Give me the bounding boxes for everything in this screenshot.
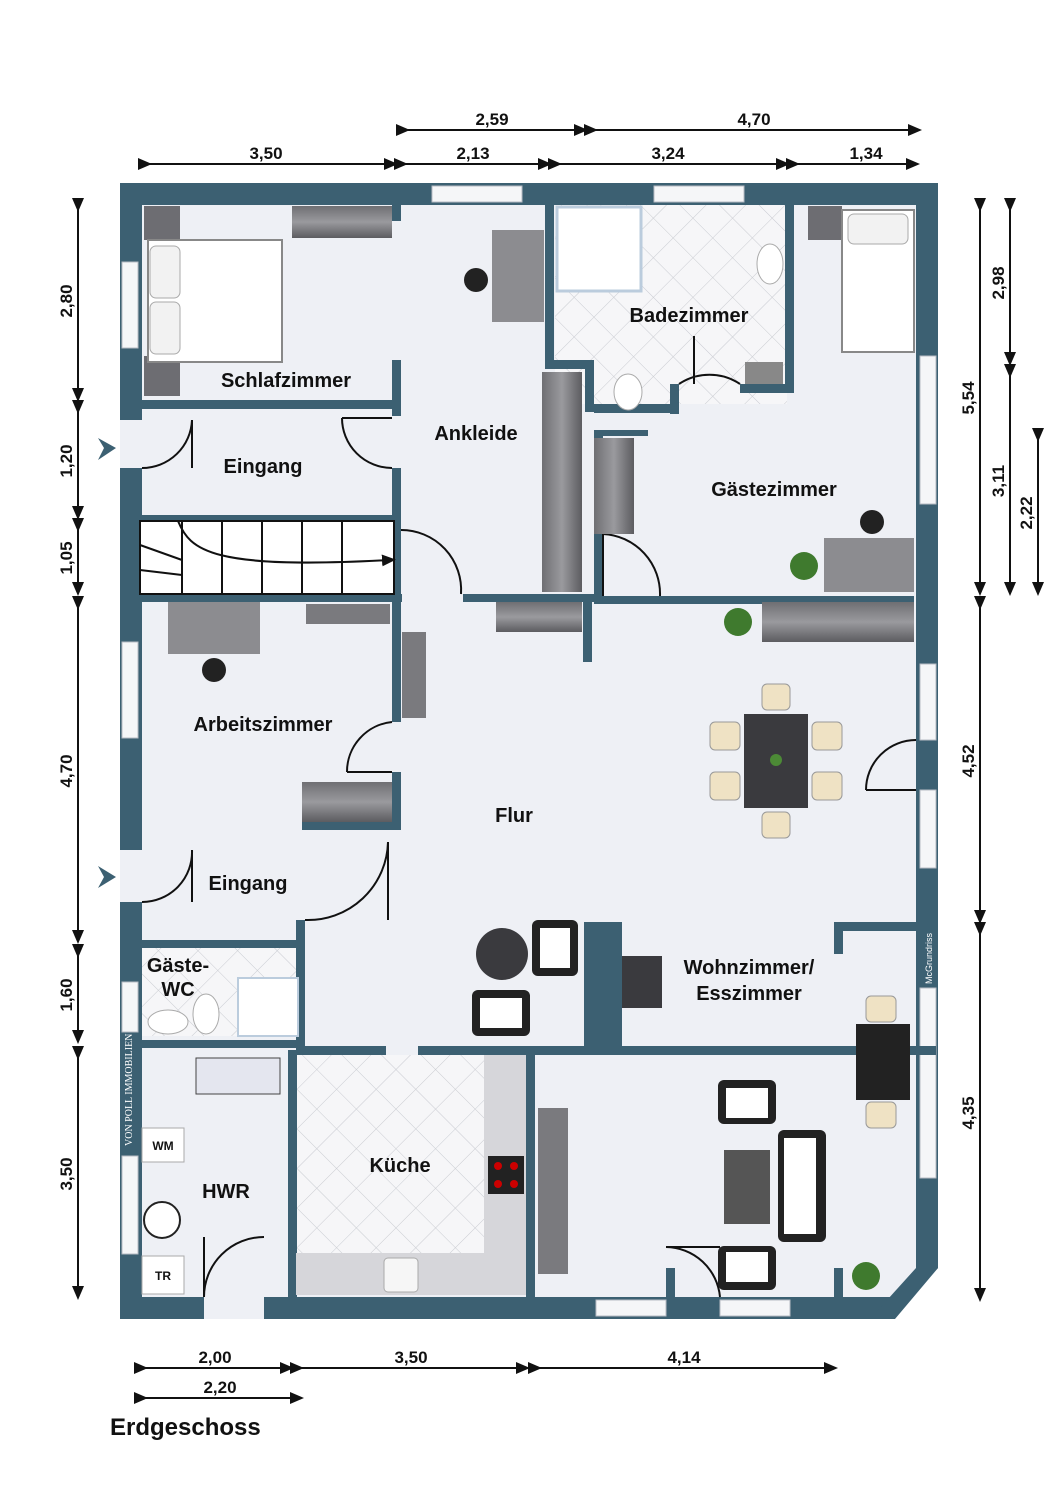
entrance-arrow-bottom xyxy=(98,866,116,888)
corner-wall xyxy=(870,1268,938,1319)
entrance-gap-top xyxy=(120,420,142,468)
dim-right-mid-2: 3,11 xyxy=(989,465,1008,497)
dim-bottom-1: 2,00 xyxy=(198,1348,231,1367)
dim-left-1: 2,80 xyxy=(57,284,76,317)
label-ankleide: Ankleide xyxy=(434,423,517,445)
dim-left-6: 3,50 xyxy=(57,1157,76,1190)
svg-text:VON POLL IMMOBILIEN: VON POLL IMMOBILIEN xyxy=(124,1034,135,1146)
wardrobe-bedroom xyxy=(292,206,392,238)
desk-ankleide xyxy=(492,230,544,322)
watermark: McGrundriss xyxy=(924,932,934,984)
bistro-table xyxy=(856,995,910,1129)
label-flur: Flur xyxy=(495,805,533,827)
label-gaeste-wc-2: WC xyxy=(161,979,194,1001)
dim-left-3: 1,05 xyxy=(57,541,76,574)
wc-toilet xyxy=(192,993,220,1035)
dim-bottom-3: 4,14 xyxy=(667,1348,701,1367)
dim-right-mid-1: 2,98 xyxy=(989,266,1008,299)
label-schlafzimmer: Schlafzimmer xyxy=(221,370,351,392)
wc-sink xyxy=(147,1009,189,1035)
chair-guest xyxy=(860,510,884,534)
shelf-hwr xyxy=(195,1057,281,1095)
entrance-arrow-top xyxy=(98,438,116,460)
cooktop xyxy=(488,1156,524,1194)
dim-bottom-4: 2,20 xyxy=(203,1378,236,1397)
label-wohnzimmer-1: Wohnzimmer/ xyxy=(684,957,815,979)
nightstand-guest xyxy=(808,206,842,240)
dim-right-inner: 2,22 xyxy=(1017,496,1036,529)
kitchen-tiles xyxy=(296,1055,484,1253)
dim-right-2: 4,52 xyxy=(959,744,978,777)
dim-right-3: 4,35 xyxy=(959,1096,978,1129)
label-wohnzimmer-2: Esszimmer xyxy=(696,983,802,1005)
sideboard-living xyxy=(762,602,914,642)
label-eingang-bottom: Eingang xyxy=(209,873,288,895)
windows xyxy=(121,185,937,1317)
bathroom-cabinet xyxy=(745,362,783,384)
label-eingang-top: Eingang xyxy=(224,456,303,478)
dim-top-inner-1: 3,50 xyxy=(249,144,282,163)
chair-office xyxy=(202,658,226,682)
dining-table xyxy=(709,683,843,839)
floor-label: Erdgeschoss xyxy=(110,1414,261,1441)
wardrobe-entrance xyxy=(302,782,392,822)
dryer xyxy=(141,1255,185,1295)
dim-right-1: 5,54 xyxy=(959,381,978,415)
label-gaeste-wc-1: Gäste- xyxy=(147,955,209,977)
inner-walls xyxy=(140,205,936,1300)
dimension-lines xyxy=(72,124,1044,1404)
desk-guest xyxy=(824,538,914,592)
dim-top-inner-4: 1,34 xyxy=(849,144,883,163)
round-table xyxy=(476,928,528,980)
dim-bottom-2: 3,50 xyxy=(394,1348,427,1367)
label-wm: WM xyxy=(152,1139,173,1153)
bathroom-toilet xyxy=(613,373,643,411)
boiler xyxy=(143,1201,181,1239)
sideboard-flur xyxy=(496,602,582,632)
label-tr: TR xyxy=(155,1269,171,1283)
plant-corner xyxy=(852,1262,880,1290)
dim-left-5: 1,60 xyxy=(57,978,76,1011)
chair-ankleide xyxy=(464,268,488,292)
label-arbeitszimmer: Arbeitszimmer xyxy=(194,714,333,736)
label-badezimmer: Badezimmer xyxy=(630,305,749,327)
logo: VON POLL IMMOBILIEN xyxy=(124,1034,135,1146)
label-kueche: Küche xyxy=(369,1155,430,1177)
desk-office xyxy=(168,602,260,654)
wardrobe-ankleide xyxy=(542,372,582,592)
shower xyxy=(555,205,643,293)
label-gaestezimmer: Gästezimmer xyxy=(711,479,837,501)
dim-top-outer-2: 4,70 xyxy=(737,110,770,129)
shelf-office-side xyxy=(402,632,426,718)
kitchen-sink xyxy=(383,1257,419,1293)
staircase xyxy=(139,520,396,595)
dim-top-inner-2: 2,13 xyxy=(456,144,489,163)
wardrobe-guest xyxy=(594,438,634,534)
door-swings xyxy=(141,336,917,1298)
entrance-gap-bottom xyxy=(120,850,142,902)
hwr-door-gap xyxy=(204,1297,264,1319)
coffee-table xyxy=(724,1150,770,1224)
plant-guest xyxy=(790,552,818,580)
dim-left-2: 1,20 xyxy=(57,444,76,477)
label-hwr: HWR xyxy=(202,1181,250,1203)
tv-board xyxy=(538,1108,568,1274)
dim-left-4: 4,70 xyxy=(57,754,76,787)
dim-top-outer-1: 2,59 xyxy=(475,110,508,129)
bathroom-sink xyxy=(756,243,784,285)
dim-top-inner-3: 3,24 xyxy=(651,144,685,163)
double-bed xyxy=(144,206,283,396)
shower-wc xyxy=(237,977,299,1037)
plant-living xyxy=(724,608,752,636)
shelf-office xyxy=(306,604,390,624)
stove xyxy=(622,956,662,1008)
washing-machine xyxy=(141,1127,185,1163)
